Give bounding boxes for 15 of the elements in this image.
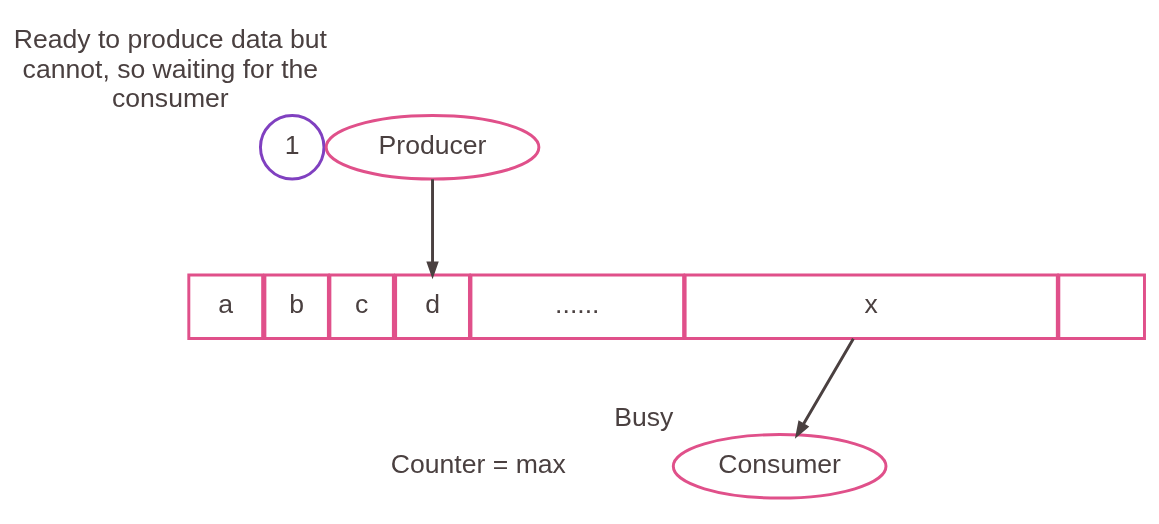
node-box <box>1057 273 1146 340</box>
node-ellipse: Producer <box>324 113 541 181</box>
arrow <box>794 337 855 439</box>
node-box: a <box>187 273 265 340</box>
node-ellipse: Consumer <box>671 432 888 500</box>
node-box: b <box>263 273 330 340</box>
node-label: Busy <box>614 401 674 432</box>
label: Counter = max <box>390 448 566 479</box>
node-box: x <box>683 273 1059 340</box>
node-box: ...... <box>469 273 686 340</box>
node-box: c <box>328 273 395 340</box>
node-label: Ready to produce data but cannot, so waiting for the consumer <box>13 23 327 113</box>
node-circle: 1 <box>258 113 326 181</box>
node-box: d <box>394 273 471 340</box>
arrow <box>426 178 439 279</box>
